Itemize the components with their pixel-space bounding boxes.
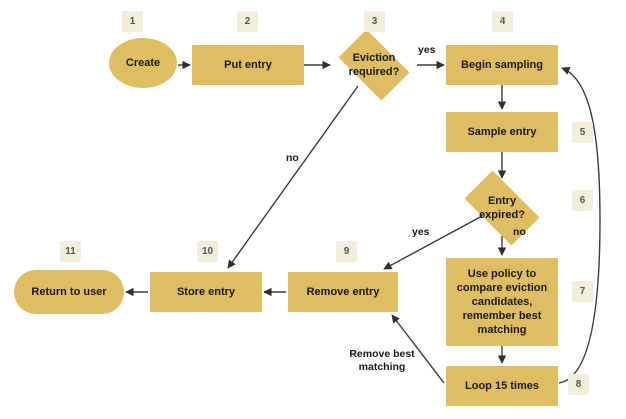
step-badge-1: 1 (122, 11, 143, 32)
step-badge-9: 9 (336, 241, 357, 262)
node-create-label: Create (125, 56, 161, 69)
step-badge-2-label: 2 (244, 16, 251, 27)
node-use-policy-label: Use policy to compare eviction candidate… (456, 267, 548, 337)
node-put-entry-label: Put entry (224, 58, 272, 71)
step-badge-6-label: 6 (579, 195, 586, 206)
node-sample-entry-label: Sample entry (467, 125, 537, 138)
node-eviction-required-label: Eviction required? (348, 51, 400, 78)
step-badge-7-label: 7 (579, 286, 586, 297)
edge-loop-15-to-begin-sampling-loopback (558, 66, 601, 384)
step-badge-7: 7 (572, 281, 593, 302)
node-put-entry[interactable]: Put entry (192, 45, 304, 85)
step-badge-11: 11 (60, 241, 81, 262)
node-return-to-user[interactable]: Return to user (14, 270, 124, 314)
step-badge-3: 3 (364, 11, 385, 32)
step-badge-10: 10 (197, 241, 218, 262)
edge-eviction-no-to-store-entry (227, 85, 359, 269)
edge-label-yes-eviction: yes (418, 44, 436, 56)
step-badge-8: 8 (568, 374, 589, 395)
step-badge-5: 5 (572, 122, 593, 143)
node-remove-entry-label: Remove entry (306, 285, 380, 298)
step-badge-3-label: 3 (371, 16, 378, 27)
step-badge-4: 4 (492, 11, 513, 32)
node-store-entry-label: Store entry (176, 285, 236, 298)
step-badge-4-label: 4 (499, 16, 506, 27)
step-badge-11-label: 11 (65, 246, 76, 257)
node-loop-15-times-label: Loop 15 times (465, 379, 539, 392)
step-badge-2: 2 (237, 11, 258, 32)
edge-label-remove-best-matching: Remove best matching (349, 348, 415, 374)
node-entry-expired[interactable]: Entry expired? (455, 170, 549, 246)
edge-entry-expired-yes-to-remove-entry (383, 214, 485, 270)
node-use-policy[interactable]: Use policy to compare eviction candidate… (446, 258, 558, 346)
step-badge-5-label: 5 (579, 127, 586, 138)
edge-loop-15-to-remove-entry (391, 314, 445, 384)
node-begin-sampling-label: Begin sampling (461, 58, 543, 71)
step-badge-9-label: 9 (343, 246, 350, 257)
edge-label-yes-expired: yes (412, 226, 430, 238)
step-badge-8-label: 8 (575, 379, 582, 390)
edge-label-no-eviction: no (286, 152, 299, 164)
node-entry-expired-label: Entry expired? (479, 194, 525, 221)
step-badge-6: 6 (572, 190, 593, 211)
node-begin-sampling[interactable]: Begin sampling (446, 45, 558, 85)
node-eviction-required[interactable]: Eviction required? (331, 29, 417, 101)
node-create[interactable]: Create (109, 38, 177, 88)
step-badge-10-label: 10 (201, 246, 214, 257)
node-loop-15-times[interactable]: Loop 15 times (446, 366, 558, 406)
step-badge-1-label: 1 (129, 16, 136, 27)
node-store-entry[interactable]: Store entry (150, 272, 262, 312)
node-remove-entry[interactable]: Remove entry (288, 272, 398, 312)
edge-label-no-expired: no (513, 226, 526, 238)
node-return-to-user-label: Return to user (31, 285, 107, 298)
node-sample-entry[interactable]: Sample entry (446, 112, 558, 152)
